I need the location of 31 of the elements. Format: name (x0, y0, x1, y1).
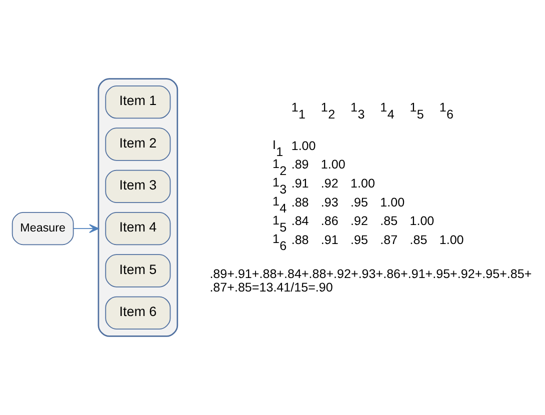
label: 1.00 (291, 138, 316, 153)
label: .85 (380, 214, 398, 228)
label: .91 (291, 176, 309, 190)
node-box: Item 5 (105, 254, 171, 288)
label: .88 (291, 233, 309, 248)
node-box: Item 1 (105, 86, 171, 119)
label: .87 (380, 233, 398, 248)
label: .85 (410, 233, 428, 248)
label: .93 (320, 195, 338, 210)
node-box: Item 4 (105, 212, 171, 246)
label: .95 (350, 233, 368, 248)
label: .86 (320, 214, 338, 228)
label: 1.00 (439, 233, 464, 248)
label: 1.00 (410, 214, 434, 228)
node-box: Item 6 (105, 296, 171, 330)
label: 1.00 (350, 176, 375, 190)
label: 1.00 (380, 195, 405, 210)
node-box: Item 3 (105, 170, 171, 204)
label: .84 (291, 214, 309, 228)
label: .95 (350, 195, 368, 210)
node-box: Measure (12, 212, 74, 246)
label: .89+.91+.88+.84+.88+.92+.93+.86+.91+.95+.92+.95+.85+ .87+.85=13.41/15=.90 (210, 267, 532, 295)
label: .91 (320, 233, 338, 248)
label: .92 (350, 214, 368, 228)
arrow (73, 224, 99, 234)
cluster (98, 78, 178, 337)
label: .88 (291, 195, 309, 210)
label: .89 (291, 158, 309, 172)
label: .92 (320, 176, 338, 190)
node-box: Item 2 (105, 128, 171, 161)
label: 1.00 (320, 158, 346, 172)
